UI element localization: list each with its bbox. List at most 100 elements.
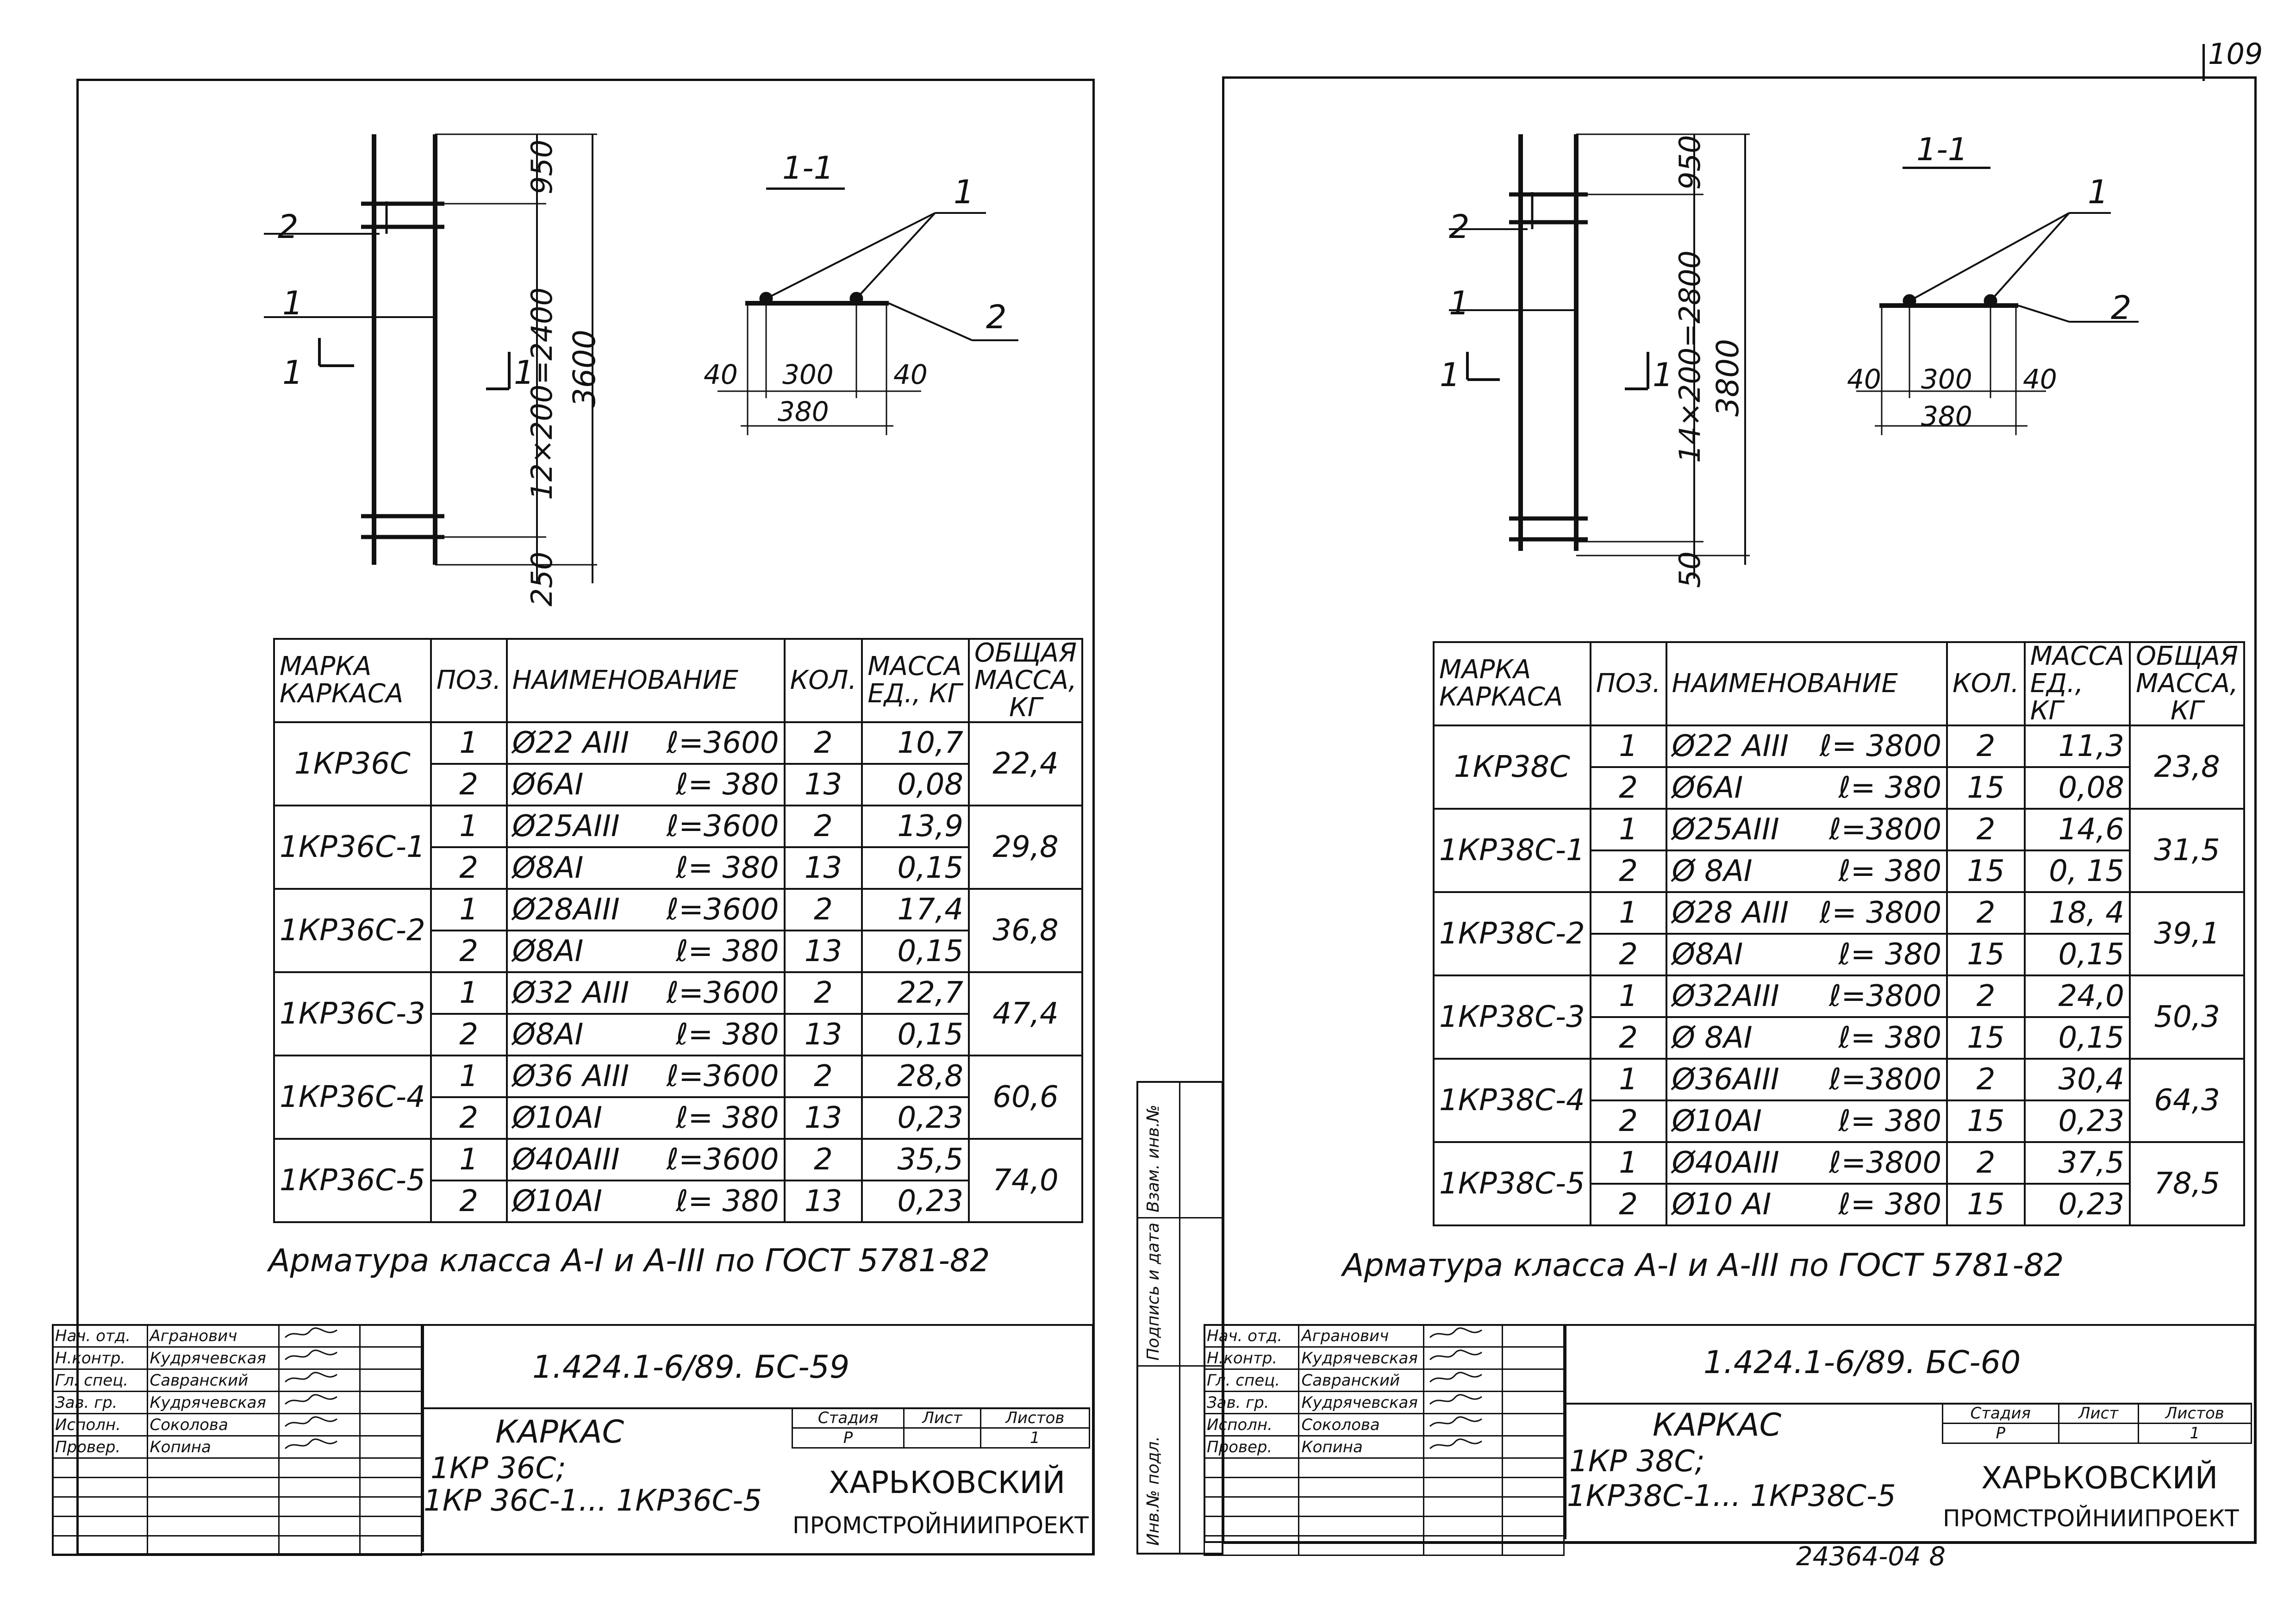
empty-cell	[359, 1496, 423, 1517]
bar-diameter-class: Ø40АIII	[512, 1143, 620, 1177]
signature-name: Кудрячевская	[1298, 1346, 1425, 1370]
signature-mark	[1423, 1346, 1504, 1370]
bar-length: ℓ= 3800	[1819, 729, 1942, 764]
elev-dim-total-right: 3800	[1710, 339, 1746, 417]
unit-mass-cell: 10,7	[861, 721, 970, 765]
signature-mark	[278, 1346, 361, 1370]
bar-diameter-class: Ø10АI	[512, 1184, 603, 1219]
signature-mark	[278, 1368, 361, 1392]
position-cell: 2	[430, 1180, 508, 1224]
unit-mass-cell: 35,5	[861, 1138, 970, 1182]
position-cell: 2	[430, 1096, 508, 1140]
section-dim-left-right: 40	[1847, 363, 1881, 395]
quantity-cell: 2	[1946, 1058, 2026, 1102]
unit-mass-cell: 11,3	[2023, 725, 2131, 768]
quantity-cell: 2	[783, 1138, 863, 1182]
bar-length: ℓ= 380	[1838, 937, 1942, 972]
bar-length: ℓ= 380	[676, 1018, 779, 1052]
quantity-cell: 2	[783, 1055, 863, 1099]
elev-dim-bottom-left: 250	[525, 551, 559, 606]
footer-code: 24364-04 8	[1796, 1542, 1946, 1572]
quantity-cell: 13	[783, 930, 863, 974]
position-cell: 2	[1589, 933, 1667, 977]
signature-row: Гл. спец.Савранский	[52, 1368, 423, 1392]
section-label-pos1-left: 1	[954, 173, 974, 211]
signature-role: Зав. гр.	[1203, 1391, 1300, 1414]
empty-cell	[146, 1496, 280, 1517]
elev-label-pos1-left: 1	[282, 284, 303, 322]
position-cell: 2	[1589, 849, 1667, 893]
frame-mark-cell: 1КР38С-4	[1433, 1058, 1591, 1143]
frame-mark-cell: 1КР38С	[1433, 725, 1591, 810]
bar-length: ℓ= 380	[676, 934, 779, 969]
org-line2-right: ПРОМСТРОЙНИИПРОЕКТ	[1943, 1505, 2239, 1532]
signature-date	[1502, 1368, 1565, 1392]
bar-diameter-class: Ø8АI	[512, 851, 584, 886]
note-text-left: Арматура класса А-I и А-III по ГОСТ 5781…	[268, 1243, 990, 1279]
section-dim-middle-right: 300	[1921, 363, 1972, 395]
quantity-cell: 2	[1946, 808, 2026, 852]
page-number: 109	[2208, 37, 2263, 71]
bar-length: ℓ= 380	[1838, 1104, 1942, 1139]
stage-value-sheets: 1	[980, 1427, 1091, 1449]
bar-length: ℓ=3600	[666, 893, 779, 927]
section-dim-total-left: 380	[778, 396, 829, 427]
position-cell: 1	[1589, 1058, 1667, 1102]
header-qty: Кол.	[783, 637, 863, 724]
empty-cell	[278, 1535, 361, 1556]
empty-cell	[1423, 1516, 1504, 1537]
signature-row: Н.контр.Кудрячевская	[52, 1346, 423, 1370]
bar-diameter-class: Ø 8АI	[1672, 1021, 1753, 1056]
empty-cell	[1502, 1535, 1565, 1556]
position-cell: 1	[430, 1138, 508, 1182]
empty-cell	[1298, 1535, 1425, 1556]
bar-length: ℓ= 380	[676, 768, 779, 802]
signature-date	[359, 1413, 423, 1437]
bar-diameter-class: Ø28АIII	[512, 893, 620, 927]
spec-table-left: Марка каркаса Поз. Наименование Кол. Мас…	[273, 637, 1083, 1224]
bar-length: ℓ=3800	[1829, 1062, 1942, 1097]
empty-cell	[146, 1535, 280, 1556]
quantity-cell: 2	[783, 888, 863, 932]
total-mass-cell: 39,1	[2128, 891, 2246, 977]
side-stamp-sign-date: Подпись и дата	[1144, 1222, 1163, 1361]
signature-date	[1502, 1391, 1565, 1414]
table-header-row: Марка каркаса Поз. Наименование Кол. Мас…	[273, 637, 1083, 724]
stage-value-sheets: 1	[2137, 1423, 2252, 1444]
total-mass-cell: 22,4	[968, 721, 1083, 807]
signature-row-empty	[1203, 1535, 1565, 1556]
signature-name: Кудрячевская	[146, 1346, 280, 1370]
unit-mass-cell: 0,15	[2023, 933, 2131, 977]
quantity-cell: 2	[1946, 1141, 2026, 1185]
quantity-cell: 2	[783, 721, 863, 765]
frame-mark-cell: 1КР36С-3	[273, 971, 432, 1057]
signature-name: Агранович	[1298, 1324, 1425, 1348]
bar-length: ℓ= 3800	[1819, 896, 1942, 931]
position-cell: 2	[430, 930, 508, 974]
position-cell: 1	[1589, 808, 1667, 852]
empty-cell	[52, 1457, 148, 1478]
empty-cell	[1298, 1457, 1425, 1478]
empty-cell	[278, 1516, 361, 1537]
position-cell: 1	[430, 888, 508, 932]
bar-diameter-class: Ø36 АIII	[512, 1059, 630, 1094]
empty-cell	[146, 1457, 280, 1478]
bar-length: ℓ= 380	[676, 851, 779, 886]
empty-cell	[1502, 1516, 1565, 1537]
frame-mark-cell: 1КР38С-5	[1433, 1141, 1591, 1227]
quantity-cell: 15	[1946, 1016, 2026, 1060]
